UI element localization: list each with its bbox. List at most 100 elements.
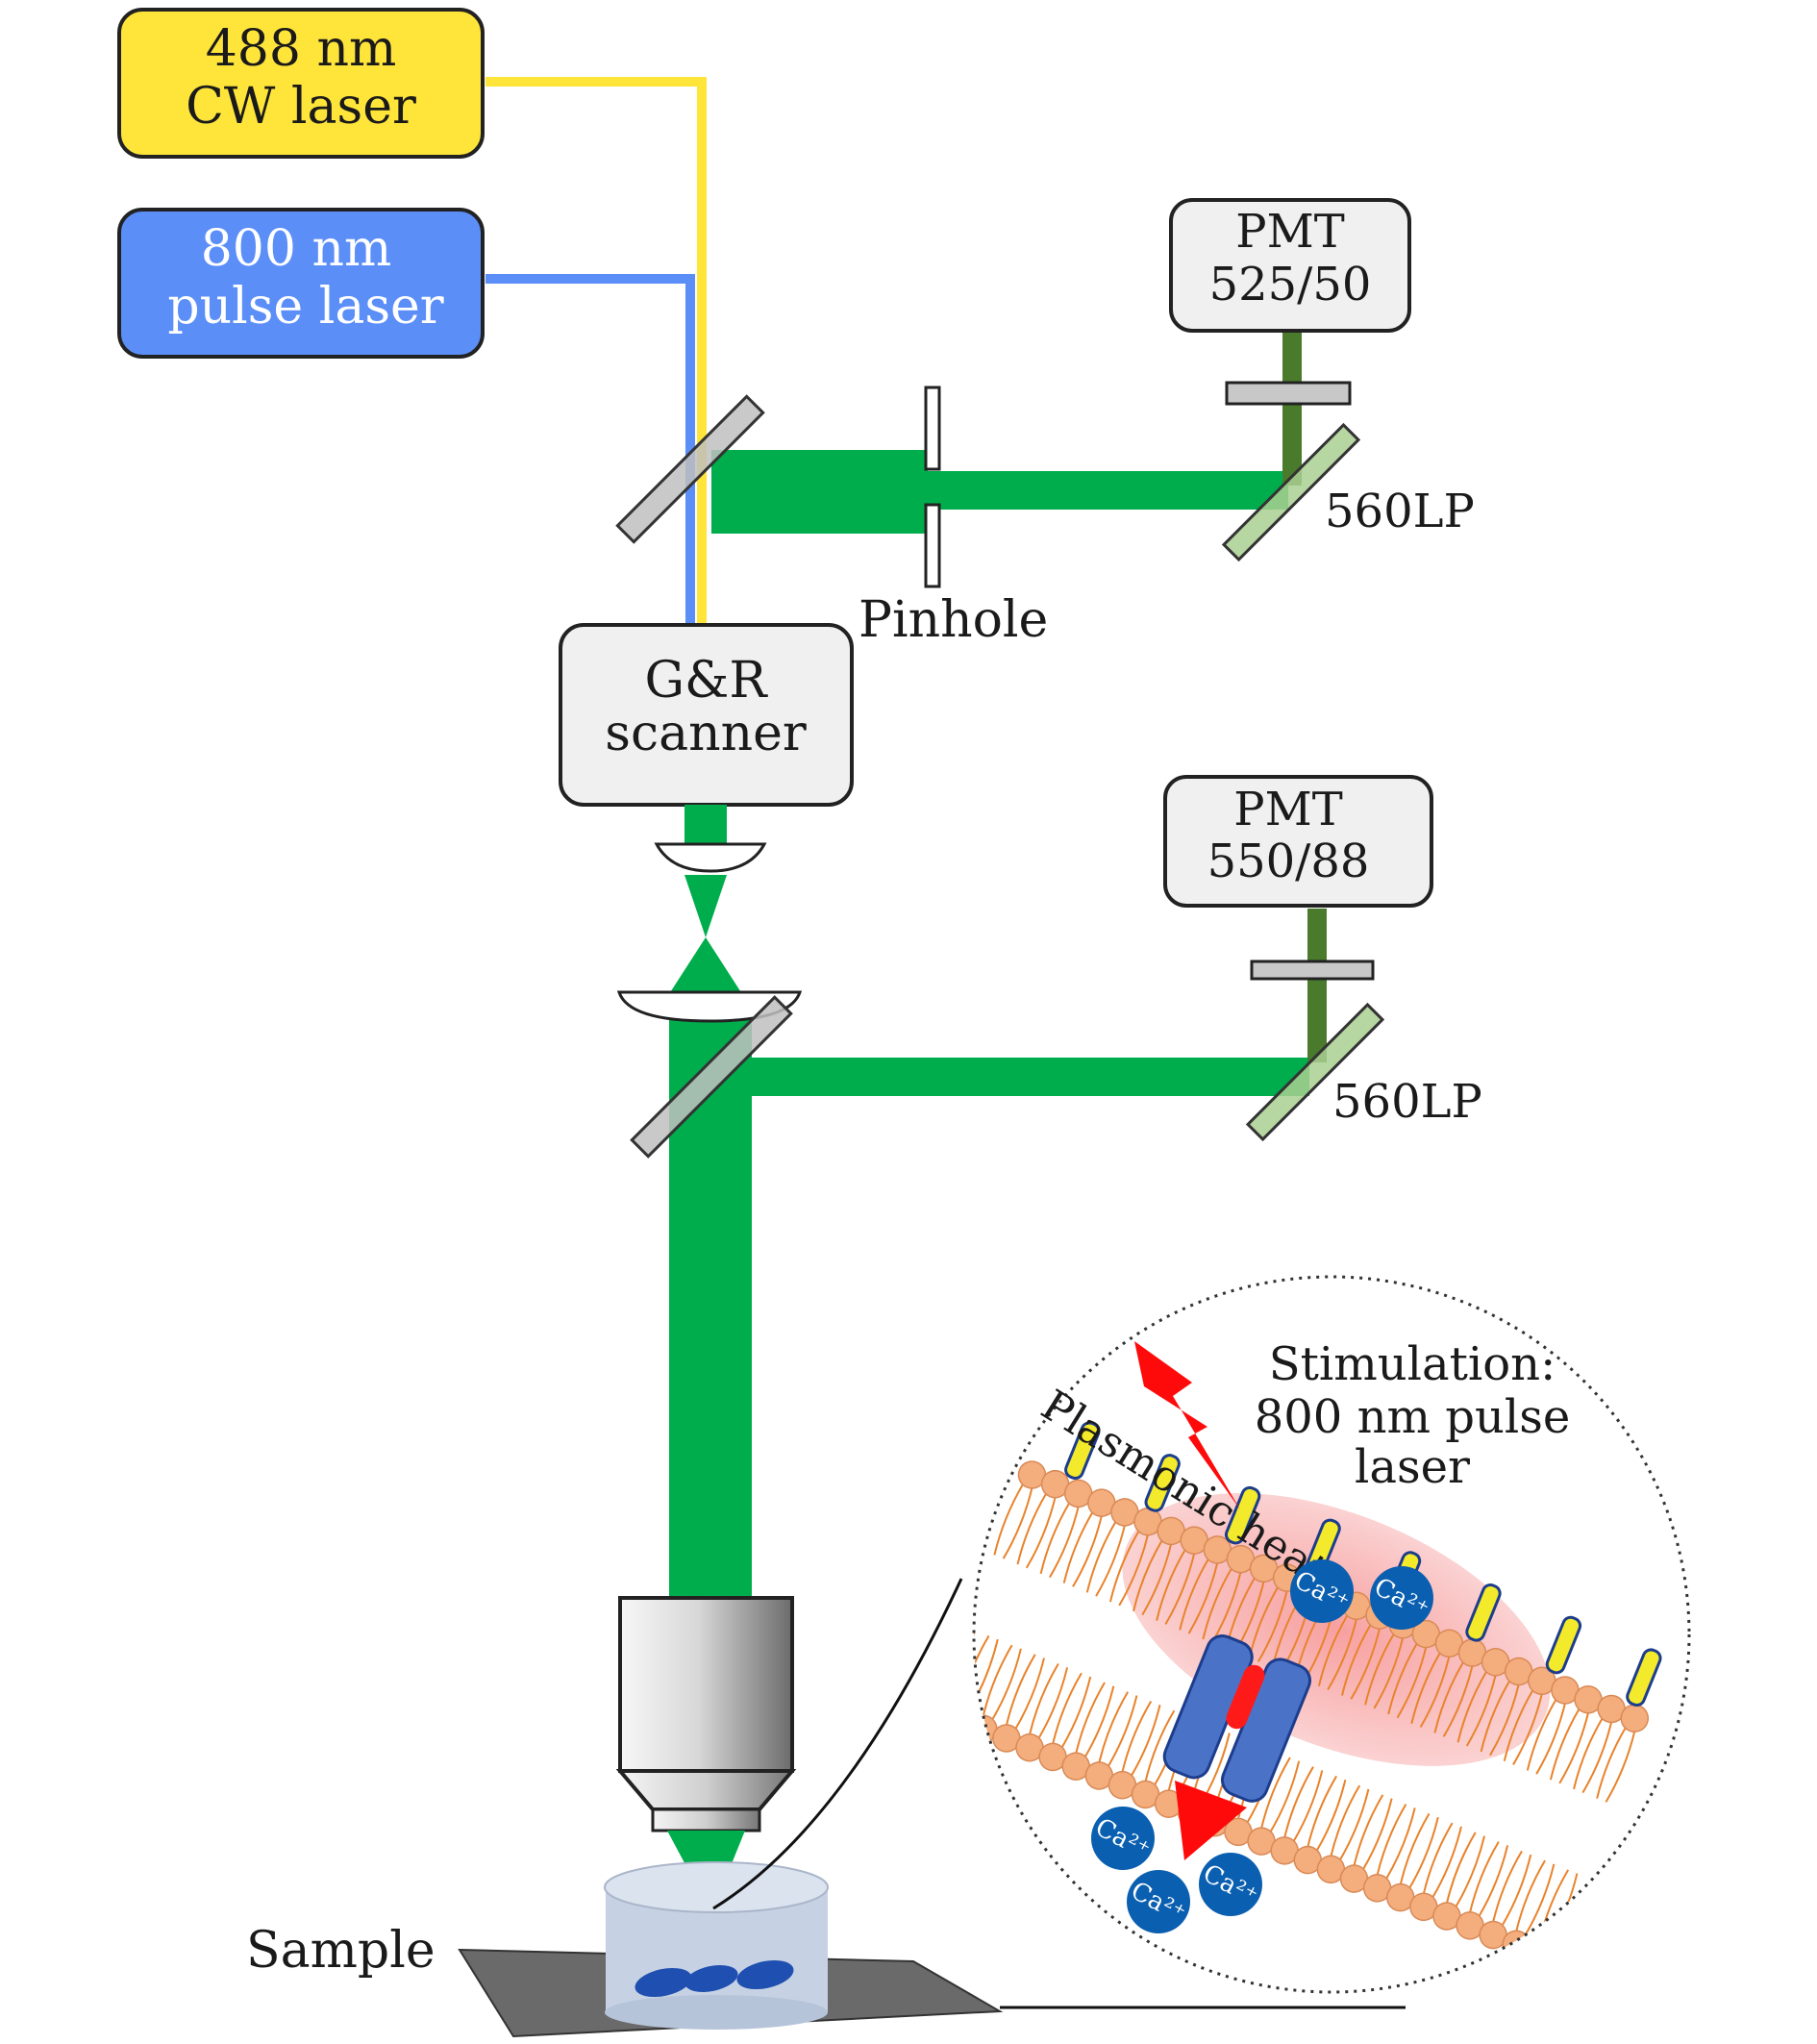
- objective-lens: [615, 1596, 797, 1913]
- lipid-tail: [1373, 1636, 1405, 1709]
- lipid-tail: [1361, 1798, 1393, 1871]
- lipid-tail: [1419, 1656, 1451, 1728]
- lipid-tail: [974, 1630, 976, 1703]
- receptor-protein: [1545, 1615, 1582, 1675]
- lipid-tail: [1489, 1683, 1520, 1757]
- lipid-tail: [1535, 1702, 1567, 1775]
- lipid-tail: [1512, 1693, 1543, 1765]
- lipid-tail: [1327, 1618, 1358, 1691]
- lipid-tail: [1257, 1589, 1288, 1662]
- lipid-tail: [1456, 1670, 1488, 1743]
- lipid-head: [919, 1693, 954, 1728]
- lipid-tail: [1164, 1552, 1196, 1625]
- lipid-tail: [1376, 1804, 1407, 1877]
- pmt-mid-line1: PMT: [1233, 783, 1342, 836]
- calcium-ion: Ca²⁺: [1090, 1807, 1155, 1870]
- lipid-tail: [1062, 1510, 1094, 1583]
- scanner-line2: scanner: [605, 705, 807, 762]
- lipid-tail: [1108, 1530, 1140, 1603]
- lipid-tail: [1468, 1841, 1500, 1914]
- lipid-tail: [1085, 1520, 1117, 1593]
- lipid-tail: [1002, 1486, 1033, 1559]
- lipid-tail: [1095, 1524, 1127, 1597]
- cw-laser-line2: CW laser: [186, 78, 416, 136]
- emission-path-top: [711, 327, 1302, 534]
- lipid-tail: [982, 1644, 1013, 1717]
- cell-icons: [635, 1959, 794, 1998]
- lipid-tail: [1526, 1698, 1557, 1771]
- lipid-tail: [1072, 1514, 1103, 1587]
- lipid-tail: [991, 1648, 1022, 1721]
- dichroic-label-mid: 560LP: [1332, 1075, 1482, 1129]
- lipid-tail: [1121, 1701, 1153, 1773]
- lipid-tail: [1605, 1730, 1636, 1803]
- lipid-tail: [1179, 1558, 1210, 1631]
- lipid-tail: [1130, 1705, 1161, 1777]
- lipid-tail: [1503, 1689, 1534, 1761]
- main-dichroic-top: [615, 394, 765, 544]
- pmt-top-line2: 525/50: [1209, 258, 1372, 312]
- lipid-tail: [1144, 1709, 1176, 1782]
- lipid-tail: [1410, 1652, 1442, 1724]
- lipid-tail: [1407, 1816, 1439, 1889]
- lipid-tail: [974, 1634, 990, 1707]
- lipid-head: [1525, 1939, 1555, 1968]
- lipid-tail: [1501, 1854, 1532, 1927]
- lipid-tail: [1083, 1685, 1115, 1758]
- lipid-tail: [1455, 1835, 1486, 1908]
- pulse-laser-line2: pulse laser: [167, 278, 443, 336]
- calcium-ion: Ca²⁺: [1198, 1853, 1262, 1916]
- lipid-tail: [1156, 1548, 1186, 1621]
- pmt-550-box: PMT 550/88: [1163, 775, 1433, 908]
- lipid-tail: [1005, 1654, 1036, 1727]
- lipid-tail: [1292, 1770, 1324, 1843]
- inset-connector-top: [712, 1578, 963, 1910]
- dichroic-label-top: 560LP: [1325, 485, 1475, 538]
- gr-scanner-box: G&R scanner: [559, 623, 854, 807]
- lipid-tail: [1384, 1807, 1416, 1881]
- lipid-tail: [1341, 1623, 1372, 1696]
- lipid-tail: [993, 1483, 1025, 1556]
- inset-zoom: [919, 1275, 1691, 1994]
- lipid-tail: [1025, 1496, 1057, 1569]
- lipid-tail: [1549, 1707, 1581, 1781]
- lipid-tail: [1259, 1757, 1291, 1830]
- ion-flow-arrow: [1175, 1781, 1247, 1860]
- lipid-tail: [1431, 1826, 1462, 1899]
- calcium-ion: Ca²⁺: [1126, 1870, 1190, 1933]
- lipid-tail: [1315, 1779, 1347, 1852]
- lipid-tail: [1338, 1788, 1370, 1861]
- lipid-tail: [1422, 1822, 1454, 1895]
- lipid-tail: [1107, 1695, 1138, 1768]
- pulse-laser-box: 800 nm pulse laser: [117, 208, 485, 359]
- calcium-ions: Ca²⁺ Ca²⁺ Ca²⁺ Ca²⁺ Ca²⁺: [1090, 1559, 1433, 1933]
- lipid-tail: [1433, 1660, 1465, 1733]
- stimulation-line2: 800 nm pulse: [1255, 1390, 1571, 1444]
- receptor-protein: [1465, 1583, 1502, 1642]
- cw-laser-line1: 488 nm: [206, 20, 397, 78]
- lipid-tail: [1049, 1506, 1080, 1579]
- lipid-tail: [1515, 1859, 1546, 1932]
- blue-pulse-beam: [485, 274, 695, 630]
- lipid-tail: [1399, 1812, 1431, 1885]
- emission-filter-525: [1225, 381, 1352, 406]
- receptor-protein: [1064, 1421, 1101, 1481]
- emission-filter-550: [1250, 960, 1375, 981]
- lipid-tail: [1353, 1794, 1384, 1867]
- lipid-tail: [1364, 1633, 1395, 1706]
- receptor-protein: [1224, 1485, 1261, 1545]
- dichroic-560lp-mid: [1245, 1002, 1385, 1142]
- lipid-tail: [1492, 1850, 1523, 1923]
- sample-label: Sample: [246, 1922, 436, 1980]
- lipid-tail: [1307, 1775, 1337, 1848]
- lipid-tail: [1387, 1642, 1419, 1715]
- main-dichroic-mid: [630, 995, 793, 1159]
- lipid-tail: [1330, 1784, 1361, 1857]
- lipid-tail: [1014, 1658, 1045, 1731]
- lipid-tail: [1465, 1674, 1497, 1747]
- lipid-tail: [1478, 1845, 1509, 1918]
- receptor-protein: [1626, 1648, 1662, 1707]
- pinhole: [924, 386, 941, 588]
- dichroic-560lp-top: [1221, 422, 1361, 562]
